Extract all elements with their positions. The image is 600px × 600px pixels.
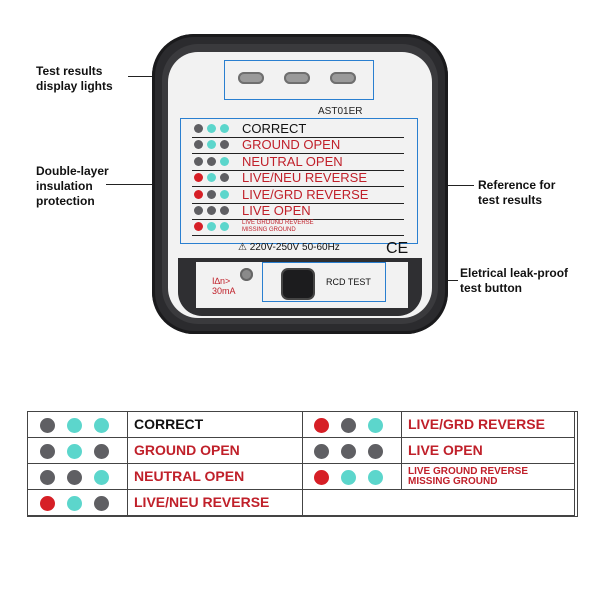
ce-mark: CE: [386, 240, 409, 257]
table-dots-cell: [28, 464, 128, 490]
reference-row: GROUND OPEN: [192, 137, 404, 155]
indicator-dot: [194, 173, 203, 183]
result-label: LIVE OPEN: [408, 442, 483, 458]
result-label: NEUTRAL OPEN: [134, 468, 245, 484]
reference-highlight: [180, 118, 418, 244]
indicator-dot: [40, 418, 55, 433]
indicator-dot: [94, 496, 109, 511]
table-dots-cell: [302, 464, 402, 490]
indicator-dot: [194, 189, 203, 199]
indicator-dot: [207, 189, 216, 199]
table-dots-cell: [28, 490, 128, 516]
indicator-dot: [94, 444, 109, 459]
rcd-indicator-light: [240, 268, 253, 281]
table-label-cell: NEUTRAL OPEN: [128, 464, 303, 490]
reference-label: NEUTRAL OPEN: [242, 153, 343, 169]
reference-row: LIVE GROUND REVERSE MISSING GROUND: [192, 219, 404, 237]
indicator-dot: [94, 470, 109, 485]
indicator-dot: [194, 156, 203, 166]
reference-label: LIVE GROUND REVERSE MISSING GROUND: [242, 220, 314, 234]
indicator-dot: [40, 470, 55, 485]
indicator-dot: [67, 418, 82, 433]
indicator-dot: [220, 189, 229, 199]
rcd-highlight: [262, 262, 386, 302]
reference-row: LIVE/NEU REVERSE: [192, 170, 404, 188]
indicator-dot: [341, 444, 356, 459]
indicator-lamp-3: [330, 72, 356, 84]
rcd-test-label: RCD TEST: [326, 277, 371, 287]
reference-label: CORRECT: [242, 121, 307, 136]
callout-insulation: Double-layer insulation protection: [36, 164, 109, 208]
callout-test-lights: Test results display lights: [36, 64, 113, 93]
indicator-lamp-1: [238, 72, 264, 84]
reference-label: LIVE OPEN: [242, 203, 311, 218]
indicator-dot: [220, 173, 229, 183]
callout-leak-button: Eletrical leak-proof test button: [460, 266, 569, 295]
residual-current-label: I∆n> 30mA: [212, 276, 236, 296]
indicator-dot: [368, 470, 383, 485]
indicator-dot: [220, 140, 229, 150]
indicator-dot: [94, 418, 109, 433]
reference-row: CORRECT: [192, 121, 404, 138]
indicator-dot: [207, 140, 216, 150]
indicator-dot: [194, 124, 203, 133]
indicator-dot: [220, 222, 229, 232]
indicator-dot: [314, 418, 329, 433]
indicator-dot: [194, 206, 203, 215]
reference-row: NEUTRAL OPEN: [192, 154, 404, 171]
table-empty-cell: [302, 490, 575, 516]
result-label: GROUND OPEN: [134, 442, 240, 458]
indicator-dot: [67, 470, 82, 485]
indicator-dot: [341, 470, 356, 485]
result-label: CORRECT: [134, 416, 204, 432]
indicator-dot: [220, 156, 229, 166]
table-dots-cell: [302, 412, 402, 438]
result-label: LIVE/GRD REVERSE: [408, 416, 545, 432]
indicator-dot: [220, 124, 229, 133]
indicator-dot: [207, 222, 216, 232]
indicator-dot: [207, 206, 216, 215]
indicator-dot: [314, 470, 329, 485]
indicator-dot: [67, 444, 82, 459]
table-label-cell: LIVE/NEU REVERSE: [128, 490, 303, 516]
display-lights-highlight: [224, 60, 374, 100]
voltage-spec: ⚠ 220V-250V 50-60Hz: [238, 242, 340, 253]
model-number: AST01ER: [318, 106, 363, 117]
result-label: LIVE/NEU REVERSE: [134, 494, 270, 510]
reference-row: LIVE/GRD REVERSE: [192, 187, 404, 204]
table-label-cell: LIVE/GRD REVERSE: [402, 412, 575, 438]
table-dots-cell: [28, 412, 128, 438]
indicator-dot: [207, 156, 216, 166]
callout-reference: Reference for test results: [478, 178, 556, 207]
reference-row: LIVE OPEN: [192, 203, 404, 220]
table-label-cell: CORRECT: [128, 412, 303, 438]
indicator-dot: [40, 496, 55, 511]
leader-line: [106, 184, 180, 185]
indicator-dot: [341, 418, 356, 433]
table-label-cell: LIVE OPEN: [402, 438, 575, 464]
table-dots-cell: [28, 438, 128, 464]
indicator-dot: [314, 444, 329, 459]
indicator-dot: [194, 222, 203, 232]
indicator-dot: [207, 173, 216, 183]
results-table: CORRECT GROUND OPEN NEUTRAL OPEN LIVE/NEU R…: [27, 411, 578, 517]
indicator-dot: [194, 140, 203, 150]
indicator-dot: [220, 206, 229, 215]
indicator-dot: [207, 124, 216, 133]
reference-label: LIVE/GRD REVERSE: [242, 186, 369, 202]
indicator-dot: [368, 418, 383, 433]
rcd-test-button[interactable]: [281, 268, 315, 300]
indicator-dot: [368, 444, 383, 459]
table-label-cell: GROUND OPEN: [128, 438, 303, 464]
table-dots-cell: [302, 438, 402, 464]
table-label-cell: LIVE GROUND REVERSE MISSING GROUND: [402, 464, 575, 490]
reference-label: LIVE/NEU REVERSE: [242, 170, 367, 186]
reference-label: GROUND OPEN: [242, 137, 341, 153]
indicator-dot: [40, 444, 55, 459]
indicator-lamp-2: [284, 72, 310, 84]
indicator-dot: [67, 496, 82, 511]
result-label: LIVE GROUND REVERSE MISSING GROUND: [408, 466, 529, 487]
